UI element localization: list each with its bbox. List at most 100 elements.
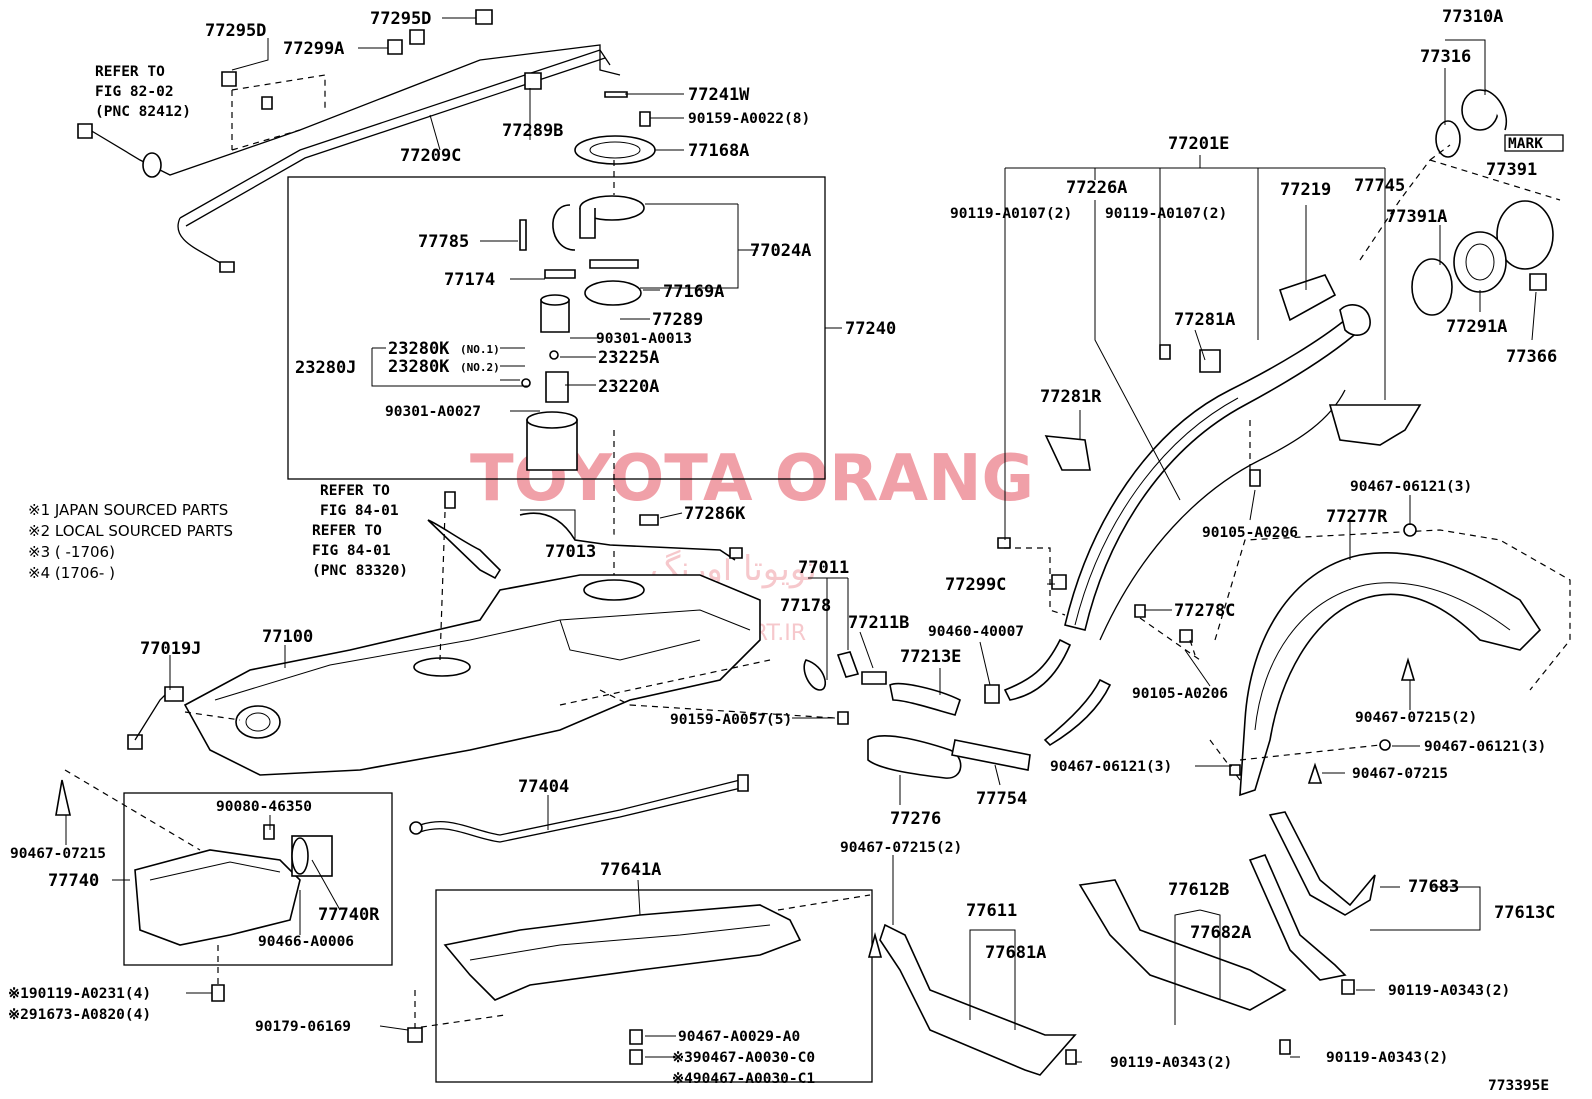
label-77289b: 77289B: [502, 121, 563, 141]
part-labels: 77295D 77295D 77299A 77209C 77289B 77241…: [8, 7, 1557, 1094]
label-77310a: 77310A: [1442, 7, 1503, 27]
ref3-line3: (PNC 83320): [312, 563, 408, 579]
ref3-line1: REFER TO: [312, 523, 382, 539]
label-90179-06169: 90179-06169: [255, 1019, 351, 1035]
label-90080-46350: 90080-46350: [216, 799, 312, 815]
label-90467-07215-b: 90467-07215(2): [840, 840, 962, 856]
label-90105-a0206-a: 90105-A0206: [1202, 525, 1298, 541]
label-90159-a0057: 90159-A0057(5): [670, 712, 792, 728]
label-77295d-a: 77295D: [205, 21, 266, 41]
label-77278c: 77278C: [1174, 601, 1235, 621]
label-23225a: 23225A: [598, 348, 659, 368]
fuel-line-77209c-drawing: [77, 9, 651, 273]
label-90467-07215-d: 90467-07215: [1352, 766, 1448, 782]
label-90467-07215-a: 90467-07215: [10, 846, 106, 862]
label-77019j: 77019J: [140, 639, 201, 659]
label-90119-a0343-b: 90119-A0343(2): [1110, 1055, 1232, 1071]
label-77013: 77013: [545, 542, 596, 562]
label-90467-a0030-c0: ※390467-A0030-C0: [672, 1050, 815, 1066]
label-90119-a0343-a: 90119-A0343(2): [1388, 983, 1510, 999]
straps-drawing: [867, 811, 1376, 1076]
leader-lines: [65, 17, 1537, 1063]
label-77168a: 77168A: [688, 141, 749, 161]
label-77641a: 77641A: [600, 860, 661, 880]
label-23280k-no1: 23280K: [388, 339, 450, 359]
label-77213e: 77213E: [900, 647, 961, 667]
label-77682a: 77682A: [1190, 923, 1251, 943]
label-77219: 77219: [1280, 180, 1331, 200]
label-77178: 77178: [780, 596, 831, 616]
refer-notes: REFER TO FIG 82-02 (PNC 82412) REFER TO …: [95, 64, 408, 579]
label-90460-40007: 90460-40007: [928, 624, 1024, 640]
label-77201e: 77201E: [1168, 134, 1229, 154]
label-77024a: 77024A: [750, 241, 811, 261]
label-77209c: 77209C: [400, 146, 461, 166]
label-77754: 77754: [976, 789, 1027, 809]
label-90467-07215-c: 90467-07215(2): [1355, 710, 1477, 726]
label-77613c: 77613C: [1494, 903, 1555, 923]
label-90159-a0022: 90159-A0022(8): [688, 111, 810, 127]
label-77100: 77100: [262, 627, 313, 647]
label-77174: 77174: [444, 270, 495, 290]
ref3-line2: FIG 84-01: [312, 543, 391, 559]
label-77211b: 77211B: [848, 613, 909, 633]
label-77286k: 77286K: [684, 504, 746, 524]
fuel-tank-77100-drawing: [127, 491, 849, 776]
label-77281a: 77281A: [1174, 310, 1235, 330]
label-77240: 77240: [845, 319, 896, 339]
filler-pipe-77201e-drawing: [997, 274, 1422, 661]
legend-line-2: ※2 LOCAL SOURCED PARTS: [28, 522, 233, 540]
label-90105-a0206-b: 90105-A0206: [1132, 686, 1228, 702]
label-77299a: 77299A: [283, 39, 344, 59]
fender-liner-77277r-drawing: [1209, 523, 1571, 797]
label-90119-a0231: ※190119-A0231(4): [8, 986, 151, 1002]
label-77241w: 77241W: [688, 85, 750, 105]
ref1-line3: (PNC 82412): [95, 104, 191, 120]
fuel-pump-module-drawing: [287, 135, 826, 600]
label-77291a: 77291A: [1446, 317, 1507, 337]
legend-line-3: ※3 ( -1706): [28, 543, 115, 561]
label-77683: 77683: [1408, 877, 1459, 897]
label-90119-a0107-a: 90119-A0107(2): [950, 206, 1072, 222]
label-77611: 77611: [966, 901, 1017, 921]
label-mark: MARK: [1508, 136, 1543, 152]
heat-shield-77641a-drawing: [407, 889, 873, 1083]
label-77404: 77404: [518, 777, 569, 797]
hose-group-drawing: [803, 638, 1112, 779]
label-90301-a0027: 90301-A0027: [385, 404, 481, 420]
ref2-line1: REFER TO: [320, 483, 390, 499]
label-77740r: 77740R: [318, 905, 380, 925]
label-77011: 77011: [798, 558, 849, 578]
ref1-line2: FIG 82-02: [95, 84, 174, 100]
legend-line-4: ※4 (1706- ): [28, 564, 115, 582]
label-90301-a0013: 90301-A0013: [596, 331, 692, 347]
label-90467-06121-c: 90467-06121(3): [1050, 759, 1172, 775]
label-77299c: 77299C: [945, 575, 1006, 595]
legend: ※1 JAPAN SOURCED PARTS ※2 LOCAL SOURCED …: [28, 501, 233, 582]
label-77612b: 77612B: [1168, 880, 1229, 900]
label-90466-a0006: 90466-A0006: [258, 934, 354, 950]
label-77316: 77316: [1420, 47, 1471, 67]
label-77681a: 77681A: [985, 943, 1046, 963]
label-77391a: 77391A: [1386, 207, 1447, 227]
label-91673-a0820: ※291673-A0820(4): [8, 1007, 151, 1023]
label-90467-06121-b: 90467-06121(3): [1424, 739, 1546, 755]
label-90467-a0029: 90467-A0029-A0: [678, 1029, 800, 1045]
legend-line-1: ※1 JAPAN SOURCED PARTS: [28, 501, 228, 519]
canister-77740-drawing: [55, 769, 393, 1002]
label-23280k-no2-sub: (NO.2): [460, 361, 500, 374]
label-23280k-no2: 23280K: [388, 357, 450, 377]
label-77289: 77289: [652, 310, 703, 330]
label-77277r: 77277R: [1326, 507, 1388, 527]
label-90119-a0107-b: 90119-A0107(2): [1105, 206, 1227, 222]
label-90467-06121-a: 90467-06121(3): [1350, 479, 1472, 495]
label-77276: 77276: [890, 809, 941, 829]
label-77785: 77785: [418, 232, 469, 252]
label-23280k-no1-sub: (NO.1): [460, 343, 500, 356]
label-77366: 77366: [1506, 347, 1557, 367]
label-77295d-b: 77295D: [370, 9, 431, 29]
label-77391: 77391: [1486, 160, 1537, 180]
label-23280j: 23280J: [295, 358, 356, 378]
label-23220a: 23220A: [598, 377, 659, 397]
